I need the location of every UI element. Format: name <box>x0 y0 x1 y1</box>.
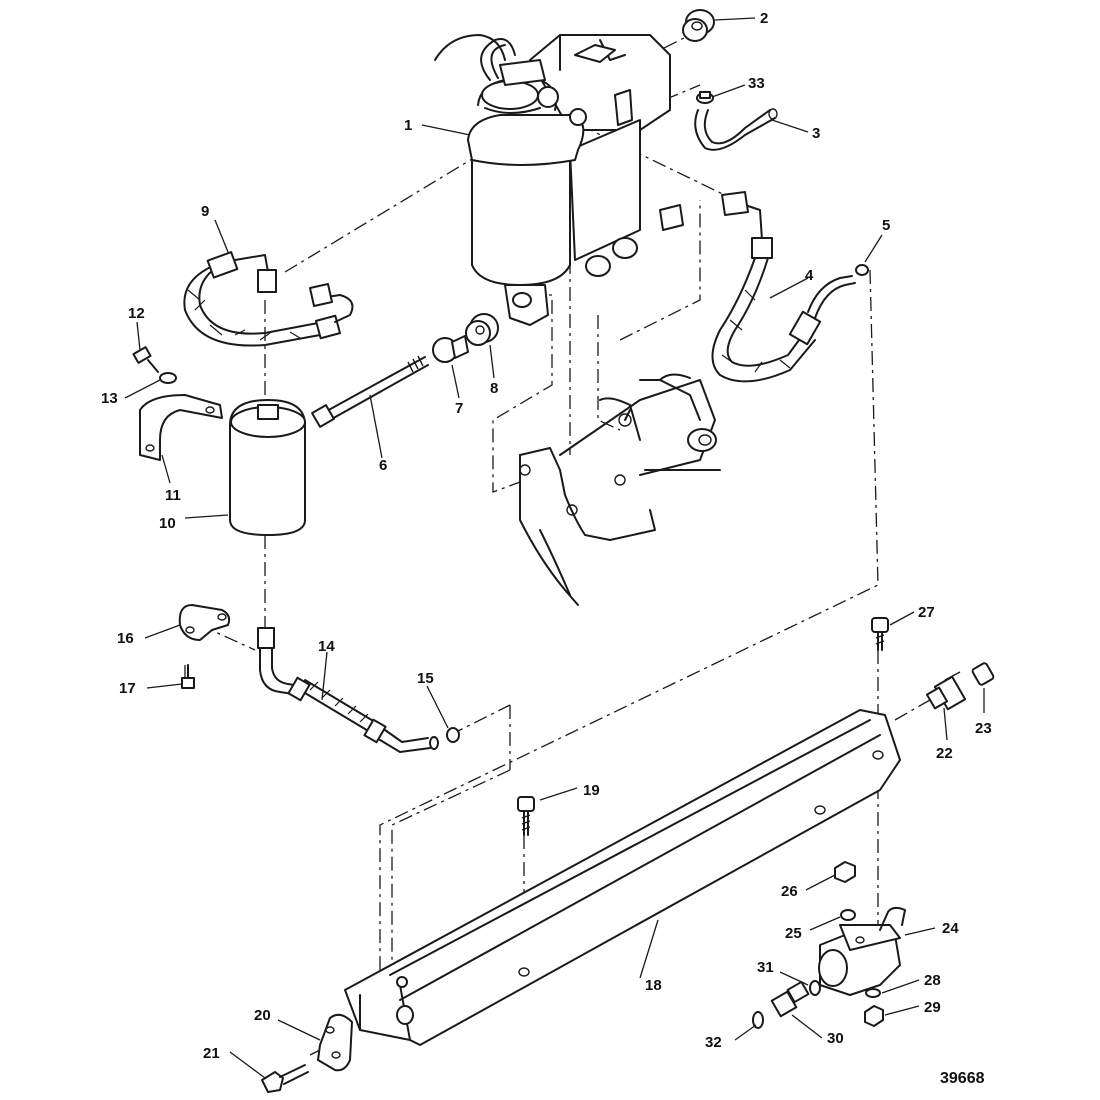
callout-11: 11 <box>165 487 181 504</box>
fuel-line-part-14 <box>257 627 439 753</box>
callout-25: 25 <box>785 925 802 942</box>
callout-19: 19 <box>583 782 600 799</box>
callout-33: 33 <box>748 75 765 92</box>
fuel-filter-assembly-part-1 <box>434 34 684 326</box>
line-bracket-part-16 <box>178 604 231 641</box>
callout-30: 30 <box>827 1030 844 1047</box>
callout-15: 15 <box>417 670 434 687</box>
plug-part-23 <box>971 662 995 686</box>
regulator-part-24 <box>818 906 906 996</box>
grommet-part-2 <box>682 9 715 42</box>
callout-14: 14 <box>318 638 335 655</box>
figure-number: 39668 <box>940 1070 985 1087</box>
callout-20: 20 <box>254 1007 271 1024</box>
callout-9: 9 <box>201 203 209 220</box>
callout-6: 6 <box>379 457 387 474</box>
callout-29: 29 <box>924 999 941 1016</box>
washer-part-28 <box>865 988 881 998</box>
fuel-filter-part-10 <box>229 399 306 536</box>
o-ring-part-32 <box>752 1011 764 1029</box>
callout-32: 32 <box>705 1034 722 1051</box>
washer-part-7 <box>432 335 469 363</box>
callout-18: 18 <box>645 977 662 994</box>
callout-labels: 1 2 3 4 5 6 7 8 9 10 11 12 13 14 15 16 1… <box>101 10 992 1062</box>
grommet-part-8 <box>465 313 499 346</box>
long-bolt-part-6 <box>311 355 429 428</box>
fuel-rail-part-18 <box>344 709 901 1046</box>
callout-26: 26 <box>781 883 798 900</box>
callout-23: 23 <box>975 720 992 737</box>
o-ring-part-15 <box>446 727 460 743</box>
screw-part-21 <box>261 1064 309 1093</box>
hose-clamp-part-33 <box>696 91 714 104</box>
callout-13: 13 <box>101 390 118 407</box>
callout-7: 7 <box>455 400 463 417</box>
callout-24: 24 <box>942 920 959 937</box>
callout-4: 4 <box>805 267 814 284</box>
screw-part-27 <box>871 617 889 651</box>
fuel-line-part-4 <box>711 191 856 383</box>
fitting-part-30 <box>770 980 810 1018</box>
callout-10: 10 <box>159 515 176 532</box>
washer-part-13 <box>159 372 177 384</box>
screw-part-19 <box>517 796 535 836</box>
callout-28: 28 <box>924 972 941 989</box>
o-ring-part-25 <box>840 909 856 921</box>
callout-5: 5 <box>882 217 890 234</box>
callout-12: 12 <box>128 305 145 322</box>
nut-part-29 <box>864 1005 884 1027</box>
callout-21: 21 <box>203 1045 220 1062</box>
callout-17: 17 <box>119 680 136 697</box>
callout-8: 8 <box>490 380 498 397</box>
fitting-part-22 <box>925 671 967 711</box>
screw-part-17 <box>181 664 195 689</box>
o-ring-part-31 <box>809 980 821 996</box>
strap-bracket-part-11 <box>139 394 223 461</box>
engine-mounting-bracket <box>519 373 721 606</box>
callout-31: 31 <box>757 959 774 976</box>
screw-part-12 <box>132 346 159 373</box>
callout-27: 27 <box>918 604 935 621</box>
callout-2: 2 <box>760 10 768 27</box>
bracket-part-20 <box>317 1013 353 1072</box>
fuel-line-part-9 <box>183 251 354 347</box>
nut-part-26 <box>834 861 856 883</box>
o-ring-part-5 <box>855 264 869 276</box>
vent-hose-part-3 <box>694 108 778 151</box>
callout-22: 22 <box>936 745 953 762</box>
callout-3: 3 <box>812 125 820 142</box>
callout-leader-lines <box>124 17 985 1079</box>
callout-1: 1 <box>404 117 412 134</box>
callout-16: 16 <box>117 630 134 647</box>
